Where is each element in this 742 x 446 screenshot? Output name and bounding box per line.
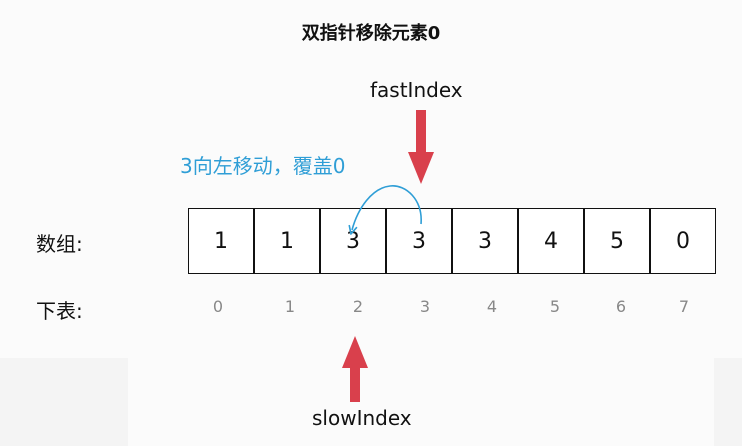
index-label-7: 7	[678, 297, 690, 316]
array-cell-1: 1	[254, 208, 320, 274]
move-arrow	[352, 185, 422, 230]
array-cell-0: 1	[188, 208, 254, 274]
fast-pointer-label: fastIndex	[370, 78, 463, 102]
index-label-1: 1	[284, 297, 296, 316]
index-label-6: 6	[615, 297, 627, 316]
index-label-3: 3	[419, 297, 431, 316]
index-label-4: 4	[486, 297, 498, 316]
page-title: 双指针移除元素0	[301, 23, 441, 44]
index-label-0: 0	[212, 297, 224, 316]
background-block-right	[714, 358, 742, 446]
fast-pointer-arrow	[408, 110, 434, 184]
move-annotation: 3向左移动，覆盖0	[180, 154, 346, 178]
index-row-label: 下表:	[36, 299, 83, 323]
array-cell-4: 3	[452, 208, 518, 274]
array-cell-7: 0	[650, 208, 716, 274]
index-label-5: 5	[549, 297, 561, 316]
index-label-2: 2	[352, 297, 364, 316]
background-block-left	[0, 358, 128, 446]
slow-pointer-arrow	[342, 336, 368, 402]
array-cell-6: 5	[584, 208, 650, 274]
array-row-label: 数组:	[36, 232, 83, 256]
slow-pointer-label: slowIndex	[312, 406, 412, 430]
array-cell-5: 4	[518, 208, 584, 274]
